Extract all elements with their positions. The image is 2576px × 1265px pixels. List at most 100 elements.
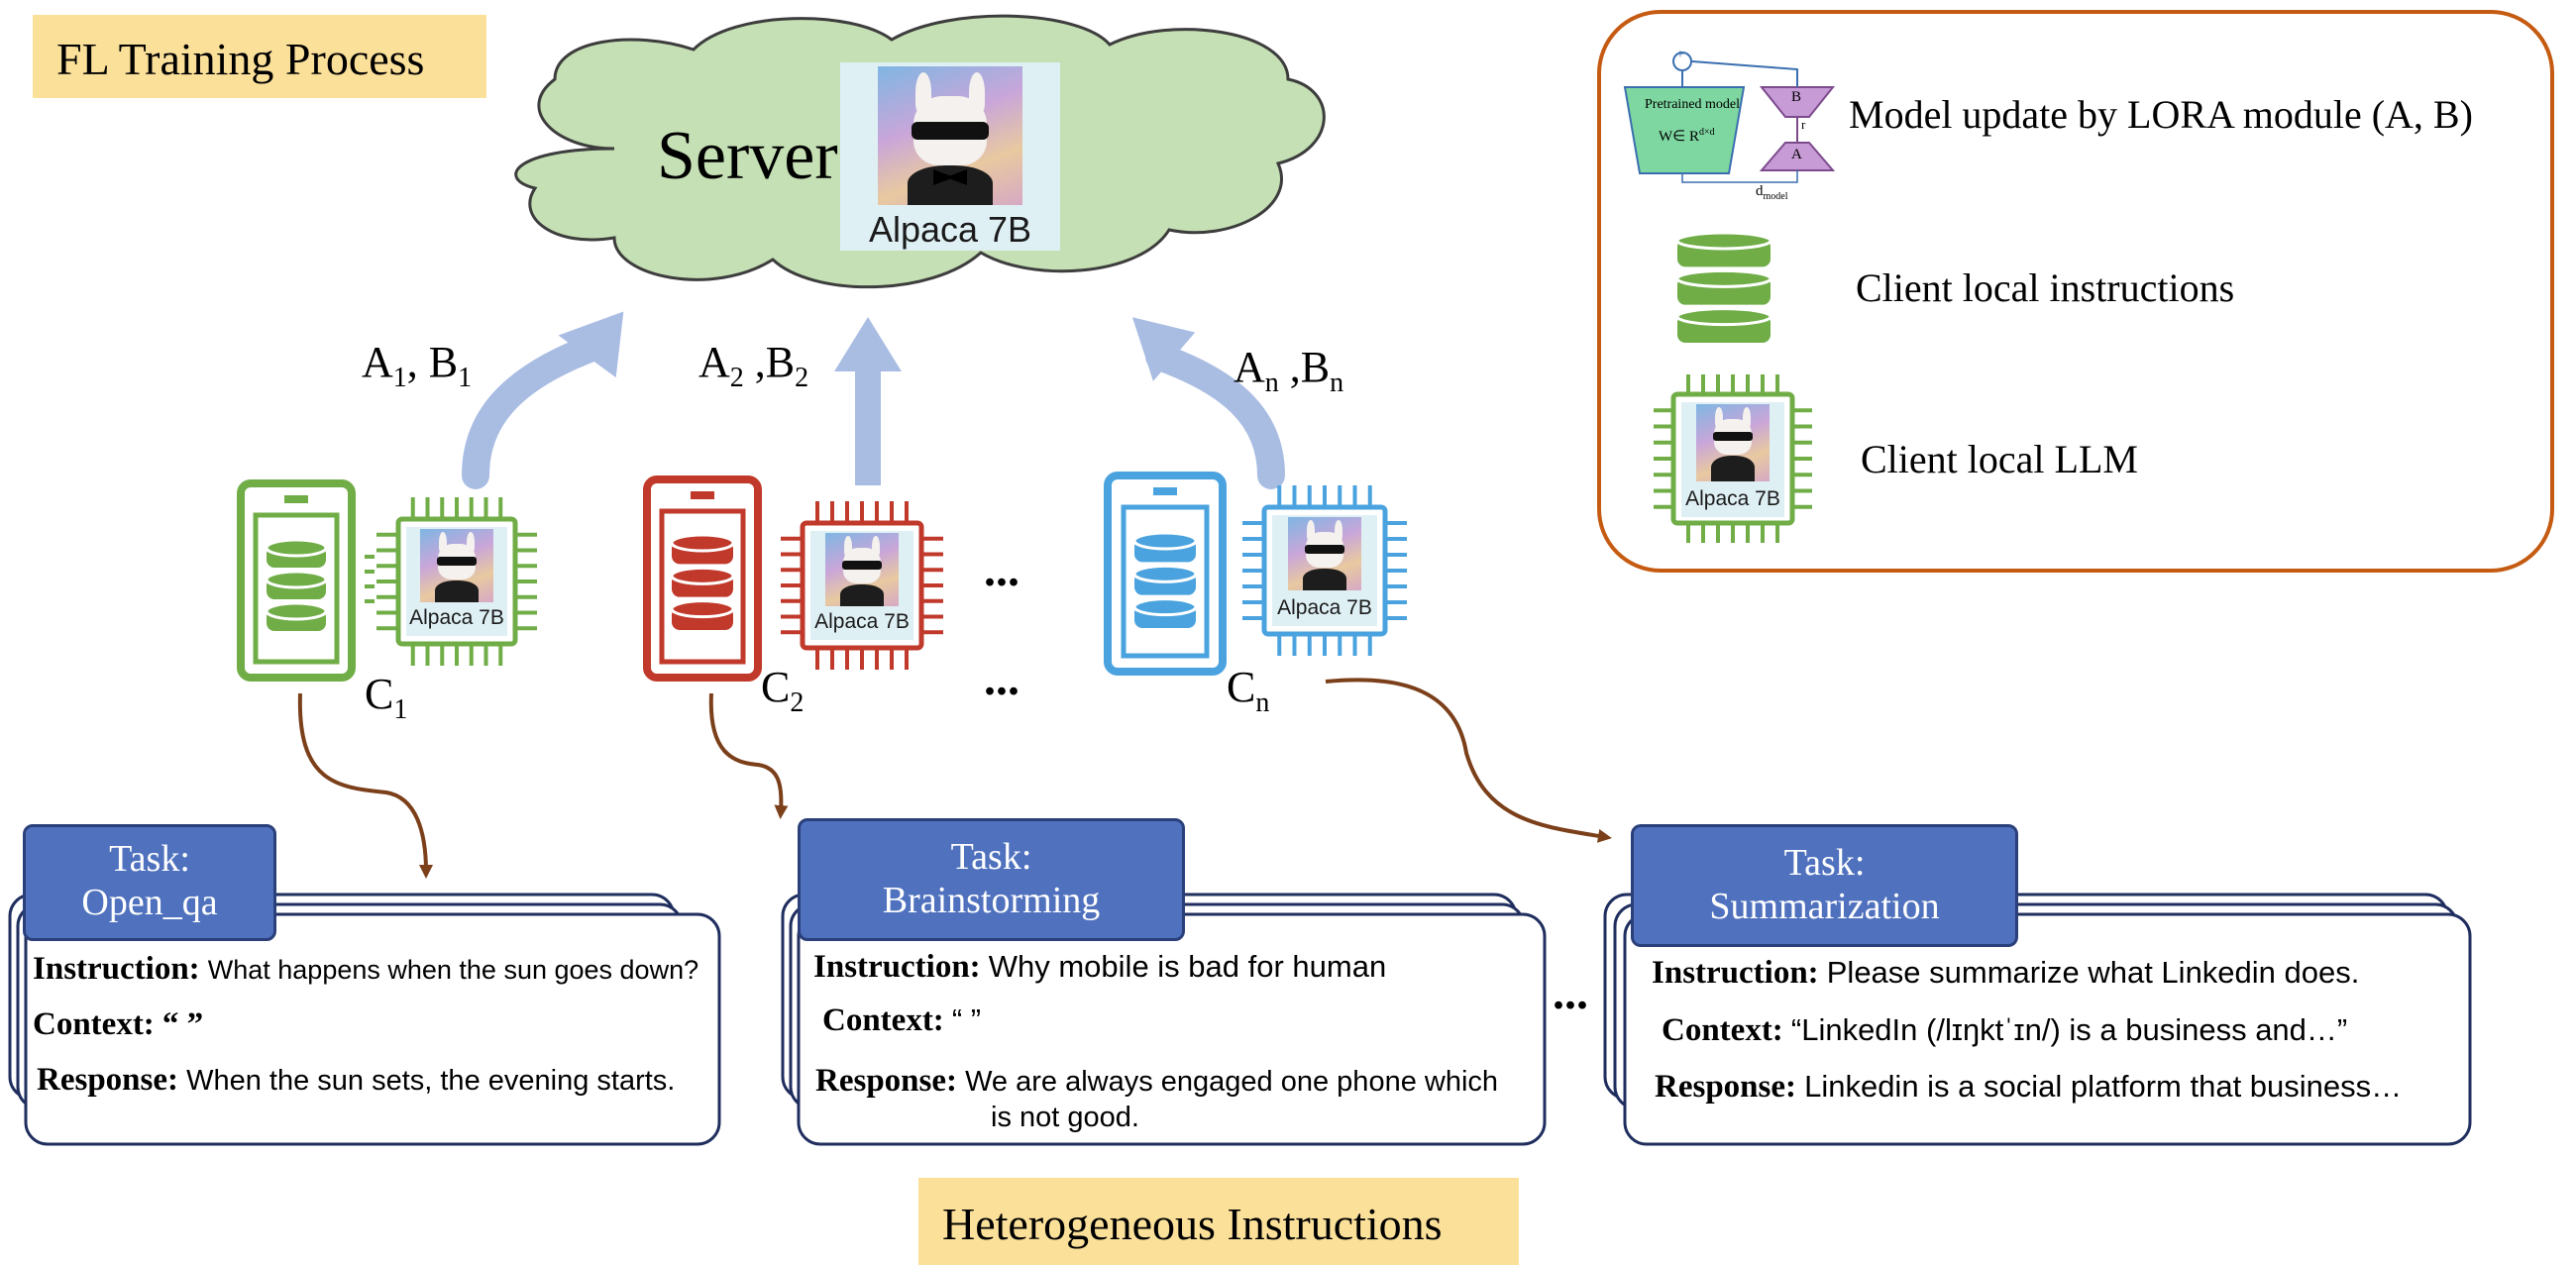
client-n-model-name: Alpaca 7B xyxy=(1277,596,1372,619)
legend-lora-text: Model update by LORA module (A, B) xyxy=(1849,92,2473,137)
task-n-instruction: Instruction: Please summarize what Linke… xyxy=(1652,955,2359,992)
client-ellipsis-bottom: ... xyxy=(984,653,1020,705)
client-2-alpaca-image xyxy=(825,533,899,606)
context-value: “LinkedIn (/lɪŋktˈɪn/) is a business and… xyxy=(1790,1012,2348,1047)
response-value: We are always engaged one phone which xyxy=(965,1066,1499,1098)
legend-alpaca-image xyxy=(1696,404,1770,481)
task-2-context: Context: “ ” xyxy=(822,1002,981,1039)
task-tab-n: Task: Summarization xyxy=(1631,824,2018,947)
task-arrow-n xyxy=(1325,678,1612,843)
fl-training-title: FL Training Process xyxy=(56,34,425,84)
server-model-card: Alpaca 7B xyxy=(840,62,1060,251)
client-2-model-name: Alpaca 7B xyxy=(814,610,910,633)
server-label: Server xyxy=(657,118,838,194)
legend-chip-image: Alpaca 7B xyxy=(1681,402,1784,517)
upload-arrow-1 xyxy=(462,311,624,489)
context-key: Context: xyxy=(33,1006,155,1042)
client-n-phone xyxy=(1104,472,1227,676)
lora-a-label: A xyxy=(1791,147,1802,162)
legend-lora-module-icon xyxy=(1623,52,1836,183)
client-2-label: C2 xyxy=(761,663,805,718)
task-tab-2: Task: Brainstorming xyxy=(798,818,1185,941)
lora-plus-label: + xyxy=(1676,48,1684,62)
client-1-alpaca-image xyxy=(420,529,493,602)
client-n-chip-image: Alpaca 7B xyxy=(1272,515,1377,626)
task-1-context: Context: “ ” xyxy=(33,1006,203,1043)
arrow-label-n: An ,Bn xyxy=(1234,343,1344,398)
lora-b-label: B xyxy=(1791,89,1802,105)
task-tab-1-name: Open_qa xyxy=(81,882,218,923)
task-ellipsis: ... xyxy=(1553,967,1588,1019)
client-n-label: Cn xyxy=(1227,663,1270,718)
upload-arrow-n xyxy=(1131,317,1285,489)
client-1-model-name: Alpaca 7B xyxy=(409,606,504,629)
heterogeneous-title: Heterogeneous Instructions xyxy=(942,1199,1443,1249)
task-tab-2-name: Brainstorming xyxy=(882,880,1101,921)
task-2-response-cont: is not good. xyxy=(991,1102,1139,1133)
client-1-database-icon xyxy=(265,538,328,631)
client-n-chip-icon xyxy=(1242,485,1407,656)
task-2-response: Response: We are always engaged one phon… xyxy=(815,1063,1498,1100)
context-key: Context: xyxy=(822,1002,944,1038)
task-1-instruction: Instruction: What happens when the sun g… xyxy=(33,951,698,988)
lora-weight-label: W∈ Rd×d xyxy=(1659,127,1715,145)
instruction-key: Instruction: xyxy=(1652,955,1819,991)
server-model-name: Alpaca 7B xyxy=(868,209,1032,250)
task-tab-1-label: Task: xyxy=(109,838,190,880)
task-tab-2-label: Task: xyxy=(950,836,1032,878)
task-arrow-2 xyxy=(708,692,789,819)
legend-database-text: Client local instructions xyxy=(1856,265,2235,310)
lora-dmodel-label: dmodel xyxy=(1756,183,1788,202)
client-1-chip-icon xyxy=(376,497,537,666)
response-key: Response: xyxy=(815,1063,958,1099)
instruction-value: What happens when the sun goes down? xyxy=(207,955,699,985)
heterogeneous-title-box: Heterogeneous Instructions xyxy=(918,1178,1519,1265)
client-1-label: C1 xyxy=(365,670,408,725)
server-alpaca-image xyxy=(878,66,1022,205)
instruction-value: Why mobile is bad for human xyxy=(988,949,1387,984)
client-1-chip-image: Alpaca 7B xyxy=(406,527,507,636)
client-ellipsis-top: ... xyxy=(984,544,1020,596)
task-tab-n-label: Task: xyxy=(1783,842,1866,884)
legend-lora-labels: + Pretrained model W∈ Rd×d B r A dmodel xyxy=(1625,40,1853,208)
task-n-context: Context: “LinkedIn (/lɪŋktˈɪn/) is a bus… xyxy=(1662,1012,2347,1049)
lora-pretrained-label: Pretrained model xyxy=(1645,97,1741,112)
context-value: “ ” xyxy=(951,1002,982,1037)
instruction-key: Instruction: xyxy=(33,951,200,987)
client-2-phone xyxy=(643,475,762,682)
client-2-chip-image: Alpaca 7B xyxy=(810,531,913,640)
task-tab-n-name: Summarization xyxy=(1709,886,1940,927)
fl-training-title-box: FL Training Process xyxy=(33,15,486,98)
task-tab-1: Task: Open_qa xyxy=(23,824,276,941)
lora-r-label: r xyxy=(1801,117,1806,132)
client-1-connector-dots xyxy=(365,555,375,603)
task-1-response: Response: When the sun sets, the evening… xyxy=(37,1062,675,1099)
response-key: Response: xyxy=(1655,1069,1797,1105)
response-value: When the sun sets, the evening starts. xyxy=(186,1065,676,1097)
context-value: “ ” xyxy=(161,1006,204,1042)
legend-chip-icon xyxy=(1654,374,1812,543)
task-n-response: Response: Linkedin is a social platform … xyxy=(1655,1069,2402,1106)
client-n-database-icon xyxy=(1132,531,1198,628)
instruction-value: Please summarize what Linkedin does. xyxy=(1826,955,2360,990)
client-n-alpaca-image xyxy=(1288,517,1361,590)
client-2-chip-icon xyxy=(781,501,943,670)
task-arrow-1 xyxy=(297,692,433,879)
task-card-stack-2 xyxy=(781,893,1547,1146)
instruction-key: Instruction: xyxy=(813,949,981,985)
response-value: Linkedin is a social platform that busin… xyxy=(1804,1069,2403,1104)
legend-model-name: Alpaca 7B xyxy=(1685,487,1780,510)
arrow-label-2: A2 ,B2 xyxy=(698,338,809,393)
legend-chip-text: Client local LLM xyxy=(1861,437,2138,481)
context-key: Context: xyxy=(1662,1012,1783,1048)
task-card-stack-1 xyxy=(8,893,721,1146)
legend-database-icon xyxy=(1675,231,1772,343)
client-2-database-icon xyxy=(670,533,735,630)
upload-arrow-2 xyxy=(834,317,902,485)
arrow-label-1: A1, B1 xyxy=(362,338,473,393)
client-1-phone xyxy=(237,479,356,682)
task-2-instruction: Instruction: Why mobile is bad for human xyxy=(813,949,1386,986)
legend-box xyxy=(1597,10,2554,573)
response-key: Response: xyxy=(37,1062,179,1098)
